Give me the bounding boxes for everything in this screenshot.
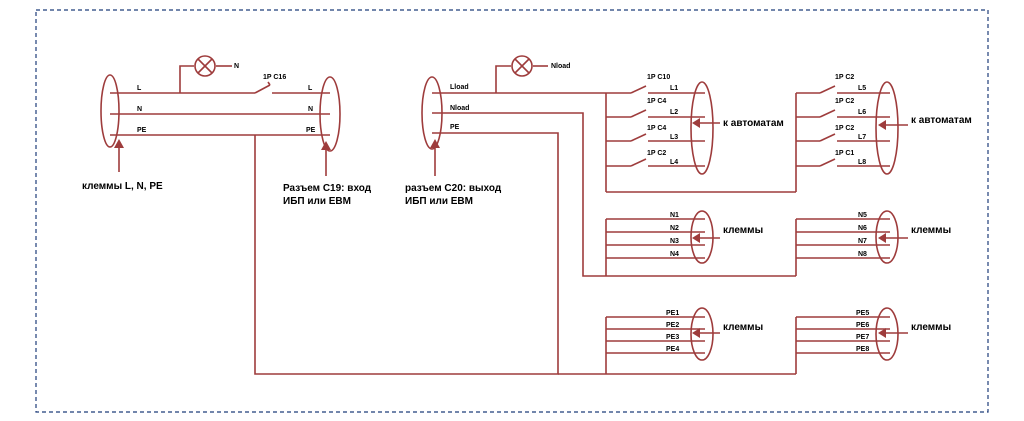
arrow-icon [878,328,886,338]
n-line-7: N7 [858,238,867,245]
breaker-group-b: 1P C2 L5 1P C2 L6 1P C2 L7 1P C1 L8 к ав… [795,74,972,192]
output-block: Lload Nload PE Nload разъем C20: выход И… [254,55,606,375]
arrow-icon [321,141,331,150]
breaker-a-line-4: L4 [670,159,678,166]
input-label-n: N [137,106,142,113]
diagram-border [35,9,989,413]
output-label-pe: PE [450,124,460,131]
pe-line-8: PE8 [856,346,869,353]
breaker-icon [630,158,647,167]
c19-label-pe: PE [306,127,316,134]
input-terminal-ellipse [100,74,120,148]
n-line-5: N5 [858,212,867,219]
breaker-a-line-3: L3 [670,134,678,141]
pe-line-1: PE1 [666,310,679,317]
breaker-a-line-2: L2 [670,109,678,116]
n-line-3: N3 [670,238,679,245]
arrow-icon [692,233,700,243]
c19-caption-line1: Разъем C19: вход [283,183,372,194]
n-b-ellipse [875,210,899,264]
group-a-ellipse [690,81,714,175]
breaker-group-a: 1P C10 L1 1P C4 L2 1P C4 L3 1P C2 L4 к а… [605,74,796,193]
breaker-b-line-2: L6 [858,109,866,116]
c19-caption-line2: ИБП или ЕВМ [283,196,351,207]
breaker-b-rating-4: 1P C1 [835,150,854,157]
breaker-icon [819,133,836,142]
breaker-b-rating-3: 1P C2 [835,125,854,132]
input-block: N 1P C16 L N PE L N PE клеммы L, N, PE Р… [82,55,372,207]
breaker-icon [254,84,271,94]
input-label-l: L [137,85,142,92]
breaker-a-rating-4: 1P C2 [647,150,666,157]
arrow-icon [692,118,700,128]
pe-b-ellipse [875,307,899,361]
output-label-lload: Lload [450,84,469,91]
pe-b-caption: клеммы [911,322,951,333]
input-lamp-label: N [234,63,239,70]
pe-line-4: PE4 [666,346,679,353]
pe-a-caption: клеммы [723,322,763,333]
output-label-nload: Nload [450,105,469,112]
input-caption: клеммы L, N, PE [82,181,163,192]
pe-line-7: PE7 [856,334,869,341]
n-b-caption: клеммы [911,225,951,236]
arrow-icon [878,233,886,243]
n-a-caption: клеммы [723,225,763,236]
breaker-icon [819,85,836,94]
pe-line-6: PE6 [856,322,869,329]
arrow-icon [430,139,440,148]
breaker-icon [630,133,647,142]
breaker-b-line-3: L7 [858,134,866,141]
breaker-a-caption: к автоматам [723,118,784,129]
breaker-icon [630,85,647,94]
breaker-label: 1P C16 [263,74,286,81]
breaker-a-line-1: L1 [670,85,678,92]
breaker-a-rating-3: 1P C4 [647,125,666,132]
n-line-8: N8 [858,251,867,258]
n-terminals: N1 N2 N3 N4 клеммы N5 N6 N7 N8 клеммы [605,210,951,277]
n-line-2: N2 [670,225,679,232]
pe-terminals: PE1 PE2 PE3 PE4 клеммы PE5 PE6 PE7 PE8 к… [558,307,951,375]
pe-line-5: PE5 [856,310,869,317]
c19-connector-ellipse [319,76,341,152]
arrow-icon [692,328,700,338]
breaker-b-line-4: L8 [858,159,866,166]
input-label-pe: PE [137,127,147,134]
n-a-ellipse [690,210,714,264]
group-b-ellipse [875,81,899,175]
breaker-icon [819,109,836,118]
c19-label-l: L [308,85,313,92]
n-line-4: N4 [670,251,679,258]
output-lamp-label: Nload [551,63,570,70]
breaker-a-rating-2: 1P C4 [647,98,666,105]
pe-line-2: PE2 [666,322,679,329]
breaker-b-line-1: L5 [858,85,866,92]
breaker-a-rating-1: 1P C10 [647,74,670,81]
c20-caption-line1: разъем C20: выход [405,183,502,194]
n-line-6: N6 [858,225,867,232]
arrow-icon [114,139,124,148]
breaker-b-caption: к автоматам [911,115,972,126]
n-line-1: N1 [670,212,679,219]
breaker-icon [819,158,836,167]
pe-line-3: PE3 [666,334,679,341]
breaker-b-rating-1: 1P C2 [835,74,854,81]
pe-a-ellipse [690,307,714,361]
breaker-b-rating-2: 1P C2 [835,98,854,105]
c20-caption-line2: ИБП или ЕВМ [405,196,473,207]
arrow-icon [878,120,886,130]
c19-label-n: N [308,106,313,113]
breaker-icon [630,109,647,118]
